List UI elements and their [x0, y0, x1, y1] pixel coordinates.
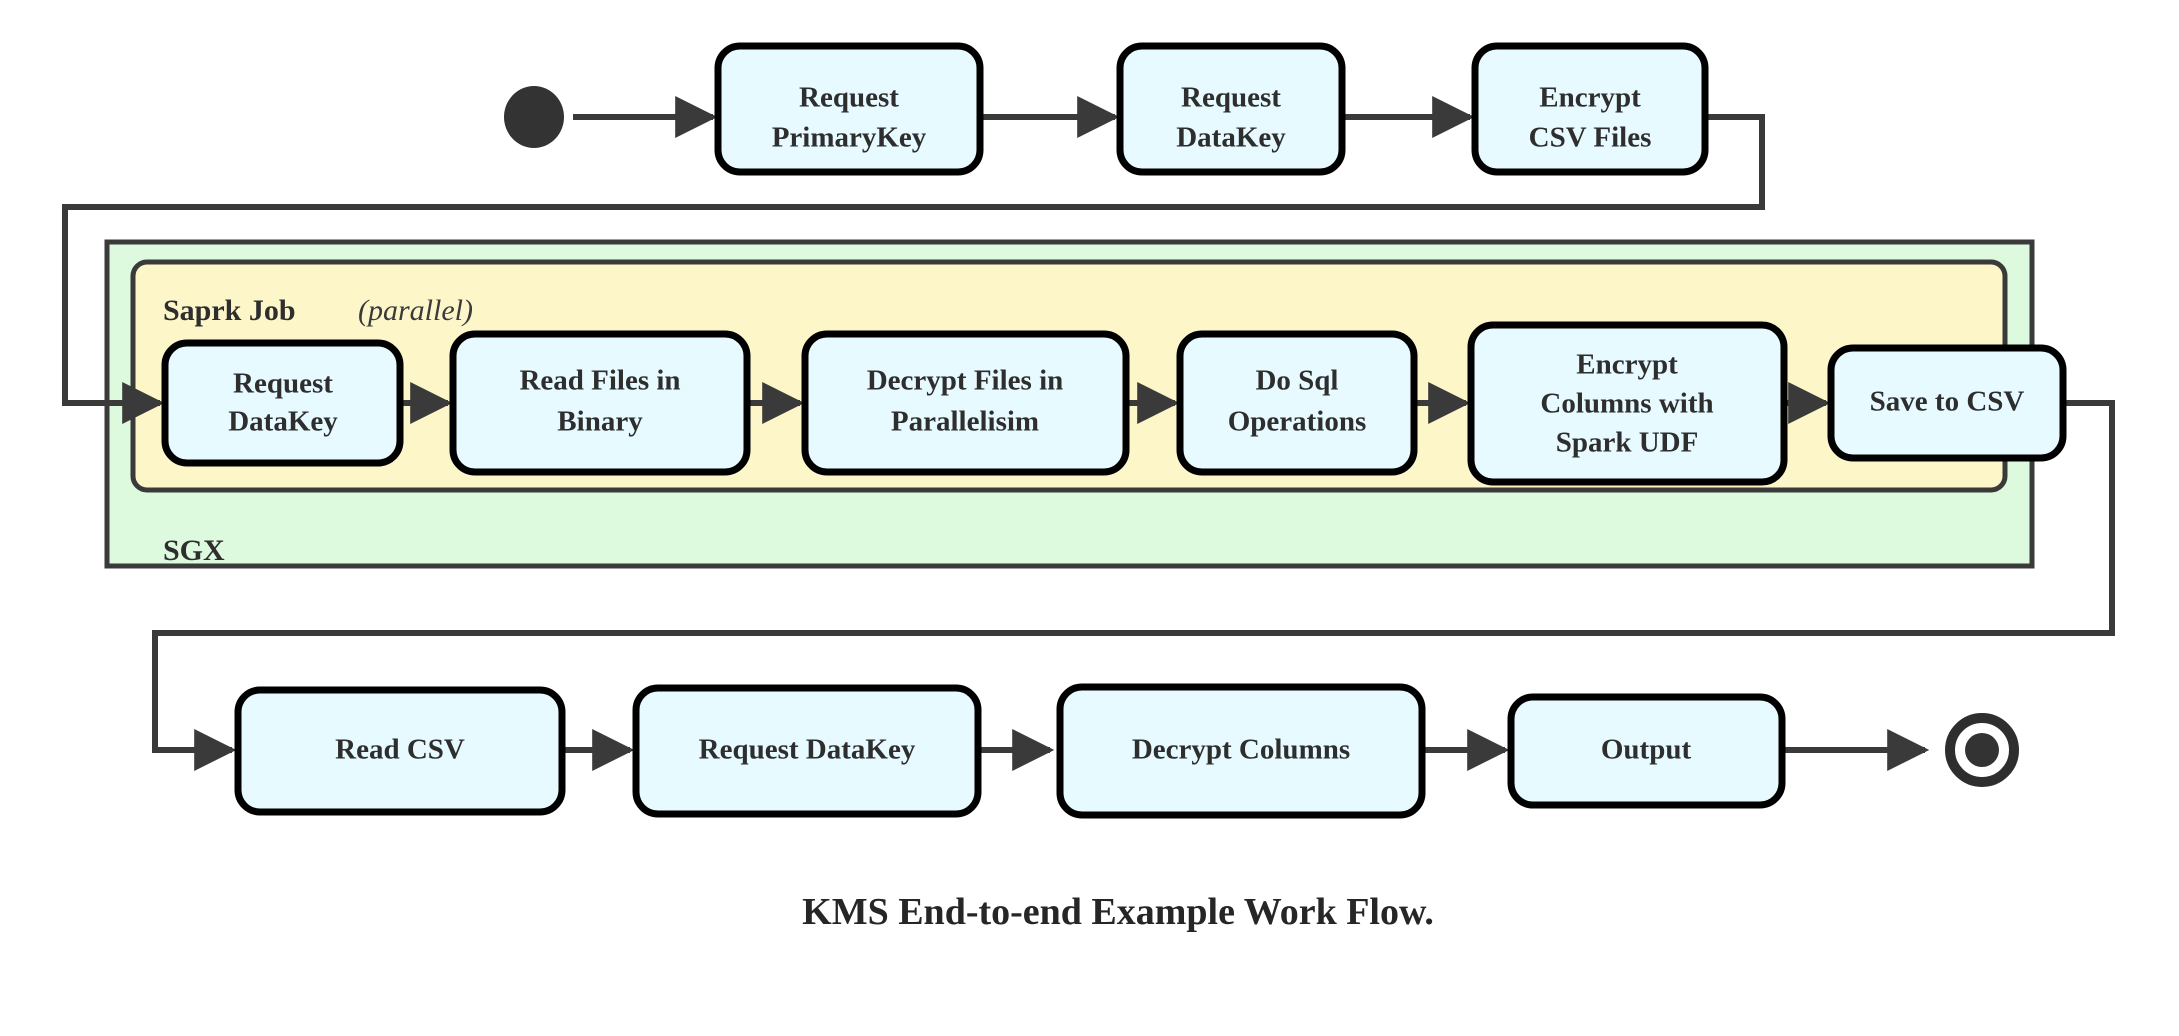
node-label-line: Request — [233, 368, 333, 400]
diagram-caption: KMS End-to-end Example Work Flow. — [802, 891, 1434, 933]
node-request-datakey-top[interactable]: Request DataKey — [1116, 42, 1346, 176]
node-request-datakey-bottom[interactable]: Request DataKey — [632, 684, 982, 818]
node-label-line: Request — [799, 82, 899, 114]
end-node[interactable] — [1945, 713, 2019, 787]
node-label-line: Decrypt Columns — [1132, 734, 1350, 766]
sgx-group-label: SGX — [163, 534, 225, 567]
node-read-files-in-binary[interactable]: Read Files in Binary — [449, 330, 751, 476]
node-save-to-csv[interactable]: Save to CSV — [1827, 344, 2067, 462]
node-do-sql-operations[interactable]: Do Sql Operations — [1176, 330, 1418, 476]
spark-job-group-label: Saprk Job — [163, 294, 296, 327]
node-label-line: Request DataKey — [699, 734, 916, 766]
node-label-line: Do Sql — [1255, 365, 1338, 397]
node-label-line: Output — [1601, 734, 1692, 766]
node-label-line: Spark UDF — [1556, 427, 1699, 459]
node-label-line: Operations — [1228, 406, 1367, 438]
node-label-line: Parallelisim — [891, 406, 1039, 438]
node-label-line: Read Files in — [519, 365, 680, 397]
node-encrypt-csv-files[interactable]: Encrypt CSV Files — [1471, 42, 1709, 176]
node-label-line: Binary — [557, 406, 643, 438]
start-node[interactable] — [504, 86, 564, 148]
node-label-line: Save to CSV — [1870, 386, 2025, 418]
node-read-csv[interactable]: Read CSV — [234, 686, 566, 816]
node-label-line: CSV Files — [1529, 122, 1652, 154]
spark-job-group-annotation: (parallel) — [358, 294, 473, 327]
node-label-line: Encrypt — [1576, 349, 1678, 381]
node-label-line: DataKey — [1176, 122, 1286, 154]
node-label-line: Encrypt — [1539, 82, 1641, 114]
node-encrypt-columns-with-spark-udf[interactable]: Encrypt Columns with Spark UDF — [1467, 321, 1788, 486]
node-request-primarykey[interactable]: Request PrimaryKey — [714, 42, 984, 176]
node-label-line: Decrypt Files in — [867, 365, 1064, 397]
edge-save-to-csv-to-read-csv — [152, 400, 2115, 771]
node-label-line: DataKey — [228, 406, 338, 438]
node-label-line: Request — [1181, 82, 1281, 114]
node-request-datakey-spark[interactable]: Request DataKey — [161, 339, 404, 467]
node-label-line: Read CSV — [335, 734, 465, 766]
node-output[interactable]: Output — [1507, 693, 1786, 809]
edge-encrypt-csv-files-to-request-datakey-spark — [62, 114, 1765, 424]
node-decrypt-columns[interactable]: Decrypt Columns — [1056, 683, 1426, 819]
node-label-line: PrimaryKey — [772, 122, 927, 154]
node-label-line: Columns with — [1540, 388, 1713, 420]
node-decrypt-files-in-parallelisim[interactable]: Decrypt Files in Parallelisim — [801, 330, 1130, 476]
